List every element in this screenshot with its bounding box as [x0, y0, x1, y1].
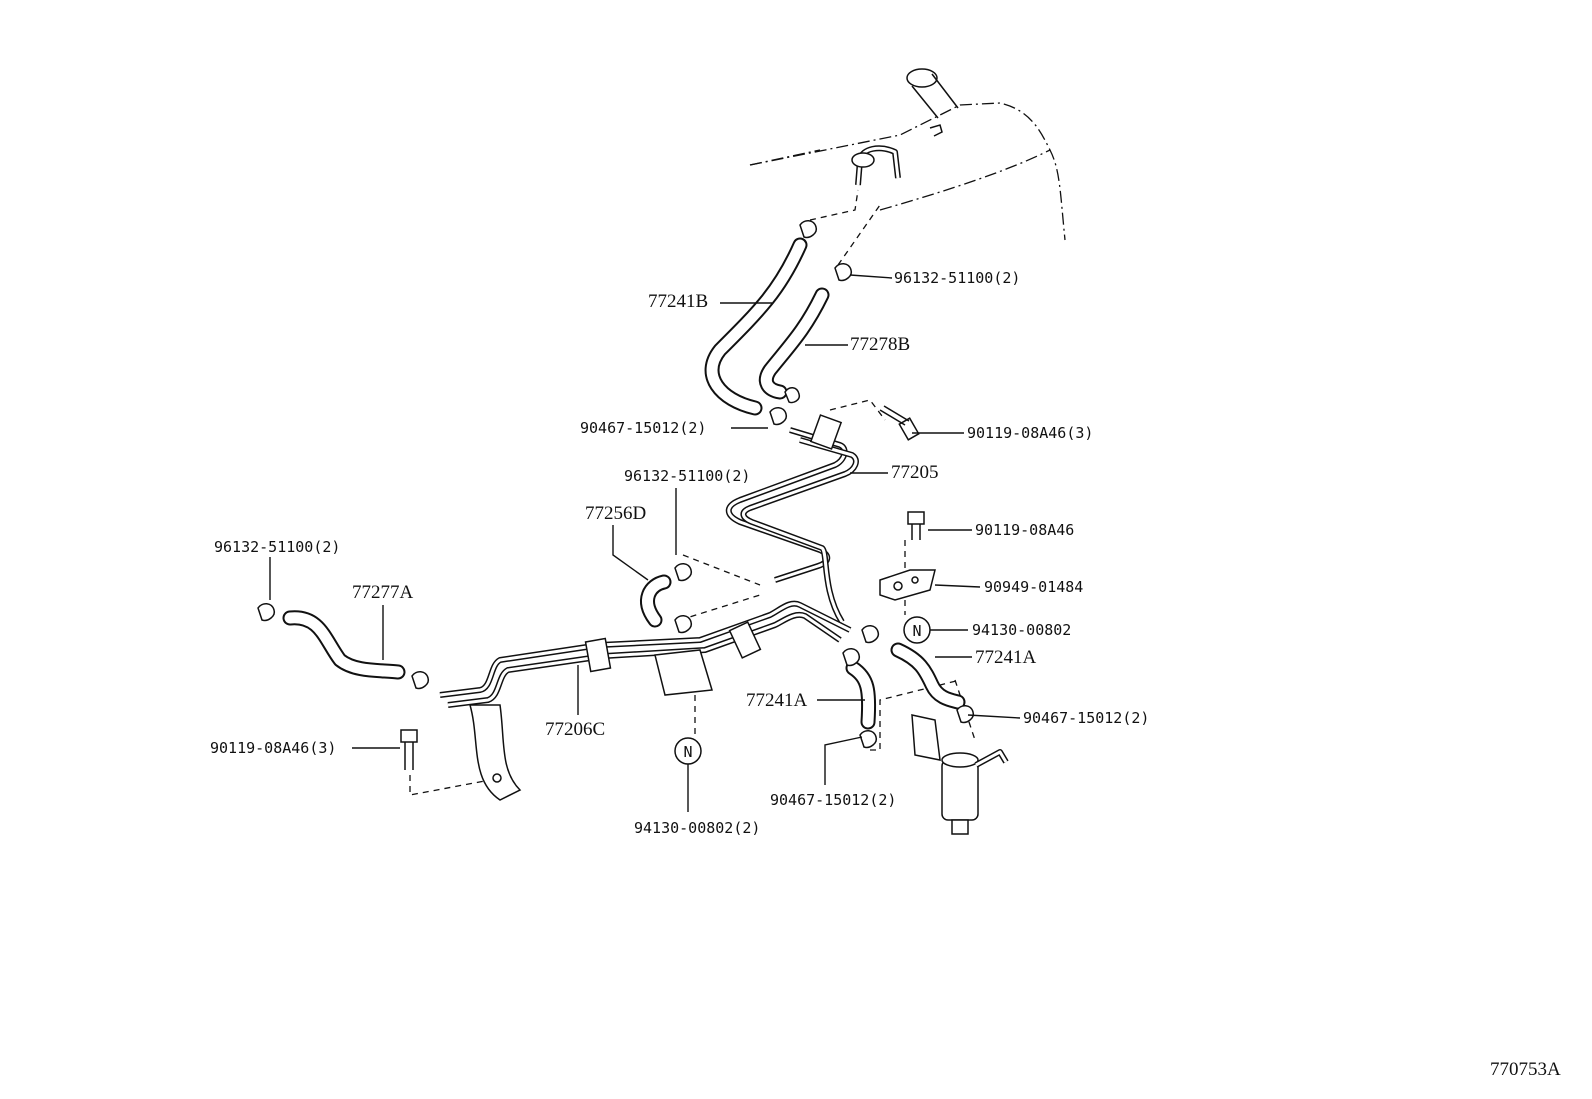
bolt-icon-right — [907, 511, 925, 540]
pipe-77205 — [725, 414, 859, 624]
label-90467-bottom: 90467-15012(2) — [770, 791, 896, 809]
vapor-canister — [911, 714, 1009, 835]
bracket-90949 — [879, 569, 936, 601]
label-96132-left: 96132-51100(2) — [214, 538, 340, 556]
svg-text:N: N — [912, 622, 921, 640]
label-96132-mid: 96132-51100(2) — [624, 467, 750, 485]
fuel-tank-outline — [749, 102, 1066, 241]
nut-icon-right: N — [903, 616, 931, 644]
label-90119-top: 90119-08A46(3) — [967, 424, 1093, 442]
label-90467-top: 90467-15012(2) — [580, 419, 706, 437]
label-90949: 90949-01484 — [984, 578, 1083, 596]
hose-77241A-right — [890, 642, 966, 710]
label-90119-right: 90119-08A46 — [975, 521, 1074, 539]
tank-vent-fitting — [851, 145, 901, 186]
filler-neck — [906, 68, 959, 137]
label-77241B: 77241B — [648, 291, 708, 312]
hose-77278B — [758, 287, 830, 400]
hose-77241A-mid — [845, 660, 877, 730]
label-90119-left: 90119-08A46(3) — [210, 739, 336, 757]
label-96132-top: 96132-51100(2) — [894, 269, 1020, 287]
label-94130-bottom: 94130-00802(2) — [634, 819, 760, 837]
diagram-id: 770753A — [1490, 1059, 1561, 1080]
label-77206C: 77206C — [545, 719, 605, 740]
bolt-icon-top — [879, 405, 920, 441]
hose-77256D — [640, 574, 672, 628]
nut-icon-bottom: N — [674, 737, 702, 765]
hose-77277A — [282, 610, 406, 680]
label-90467-right: 90467-15012(2) — [1023, 709, 1149, 727]
bolt-icon-left — [400, 729, 418, 770]
part-labels: 77241B 96132-51100(2) 77278B 90467-15012… — [210, 269, 1149, 837]
hose-77241B — [704, 237, 808, 416]
label-77277A: 77277A — [352, 582, 414, 603]
label-77278B: 77278B — [850, 334, 910, 355]
pipe-clamps — [469, 621, 762, 801]
label-94130-right: 94130-00802 — [972, 621, 1071, 639]
label-77241A-mid: 77241A — [746, 690, 808, 711]
label-77241A-right: 77241A — [975, 647, 1037, 668]
svg-text:N: N — [683, 743, 692, 761]
pipe-77206C — [439, 600, 852, 708]
leader-lines — [269, 274, 1021, 812]
label-77256D: 77256D — [585, 503, 646, 524]
clip-icons — [257, 220, 975, 749]
label-77205: 77205 — [891, 462, 939, 483]
assembly-dash-lines — [409, 189, 976, 796]
